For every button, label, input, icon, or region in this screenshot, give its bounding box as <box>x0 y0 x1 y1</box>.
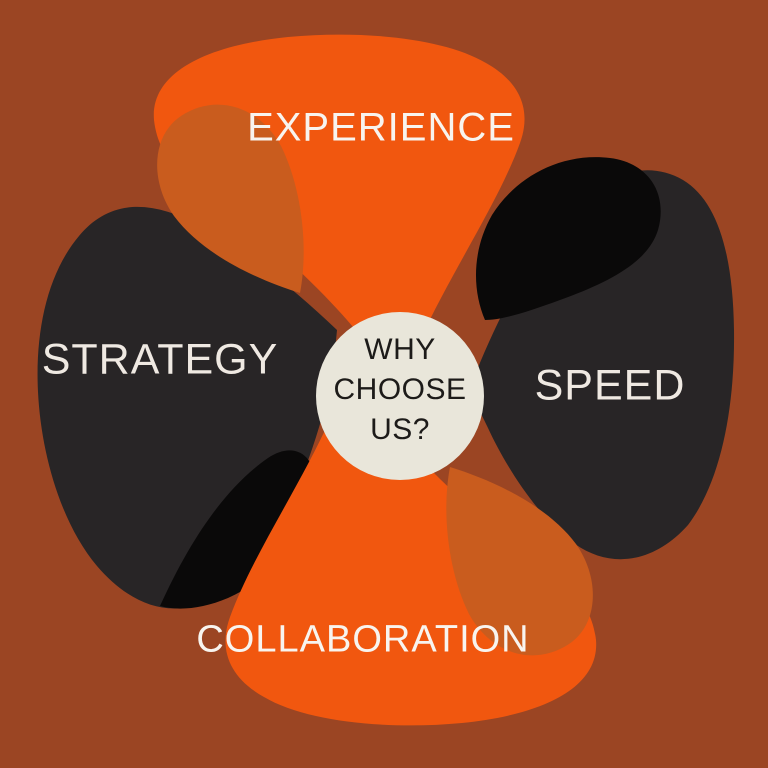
petal-label-strategy: STRATEGY <box>41 335 279 384</box>
center-label-line2: CHOOSE <box>333 373 467 406</box>
petal-speed-accent <box>475 157 661 320</box>
petal-experience-accent <box>157 104 304 294</box>
center-label: WHY CHOOSE US? <box>333 330 466 450</box>
petal-label-experience: EXPERIENCE <box>247 105 515 150</box>
petal-strategy-accent <box>160 450 316 609</box>
center-label-line1: WHY <box>364 333 436 366</box>
petal-label-speed: SPEED <box>534 361 686 410</box>
petal-collaboration-accent <box>446 467 593 656</box>
center-label-line3: US? <box>370 413 430 446</box>
petal-label-collaboration: COLLABORATION <box>196 618 530 661</box>
center-circle <box>316 312 484 480</box>
